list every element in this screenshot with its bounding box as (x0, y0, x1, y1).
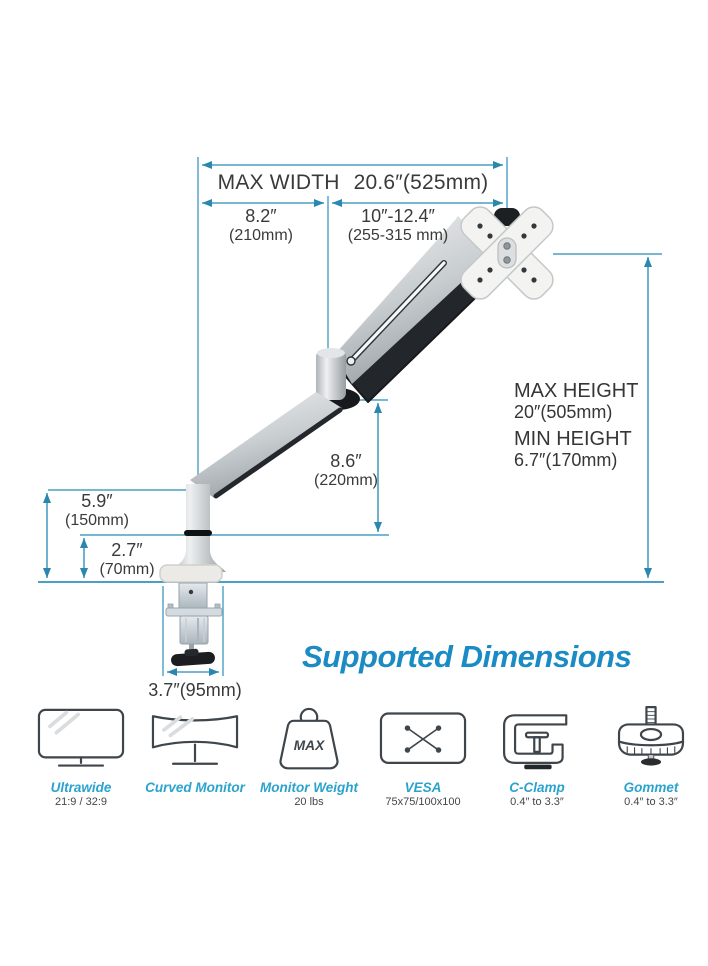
rear-arm-metric: (210mm) (228, 226, 294, 244)
feature-label: Gommet (623, 780, 679, 795)
front-arm-label: 10″-12.4″ (255-315 mm) (347, 206, 449, 244)
upper-arm-metric: (220mm) (313, 471, 379, 489)
feature-sub: 75x75/100x100 (385, 796, 461, 808)
min-height-label: MIN HEIGHT 6.7″(170mm) (514, 428, 632, 471)
dimension-arrow-lines (43, 161, 652, 676)
upper-arm-value: 8.6″ (330, 451, 362, 471)
max-weight-badge: MAX (294, 738, 325, 753)
vesa-screw-holes (477, 223, 537, 283)
elbow-joint (316, 350, 346, 400)
base-height-label: 2.7″ (70mm) (99, 540, 155, 578)
feature-gommet: Gommet 0.4″ to 3.3″ (594, 704, 708, 809)
grommet-wingnut (640, 758, 662, 766)
clamp-width-label: 3.7″(95mm) (148, 680, 242, 701)
feature-label: Monitor Weight (260, 780, 358, 795)
vesa-plate (460, 206, 554, 300)
base-height-value: 2.7″ (111, 540, 143, 560)
front-arm-metric: (255-315 mm) (347, 226, 449, 244)
lower-arm-shadow (213, 407, 343, 499)
rear-arm-label: 8.2″ (210mm) (228, 206, 294, 244)
feature-monitor-weight: MAX Monitor Weight 20 lbs (252, 704, 366, 809)
riser-height-label: 5.9″ (150mm) (64, 491, 130, 529)
gommet-mount-icon (617, 706, 685, 766)
rear-arm-value: 8.2″ (245, 206, 277, 226)
feature-label: VESA (404, 780, 442, 795)
riser-post (170, 484, 226, 572)
desk-clamp (165, 582, 223, 667)
riser-height-metric: (150mm) (64, 511, 130, 529)
clamp-bracket (178, 582, 208, 610)
front-arm-value: 10″-12.4″ (361, 206, 435, 226)
lower-arm (190, 392, 342, 498)
vesa-pattern-icon (379, 712, 467, 764)
feature-sub: 0.4″ to 3.3″ (624, 796, 678, 808)
clamp-foot (524, 764, 552, 770)
feature-label: Ultrawide (50, 780, 112, 795)
monitor-arm (159, 206, 554, 583)
upper-arm-label: 8.6″ (220mm) (313, 451, 379, 489)
feature-label: C-Clamp (509, 780, 565, 795)
lever-pivot (346, 356, 356, 366)
curved-monitor-icon (151, 715, 239, 765)
feature-curved-monitor: Curved Monitor (138, 704, 252, 809)
feature-c-clamp: C-Clamp 0.4″ to 3.3″ (480, 704, 594, 809)
feature-sub: 20 lbs (294, 796, 324, 808)
max-height-label: MAX HEIGHT 20″(505mm) (514, 380, 638, 423)
section-title: Supported Dimensions (302, 639, 632, 674)
max-width-text: MAX WIDTH (217, 171, 340, 194)
riser-height-value: 5.9″ (81, 491, 113, 511)
feature-vesa: VESA 75x75/100x100 (366, 704, 480, 809)
base-foot (159, 564, 223, 583)
clamp-flange (165, 607, 223, 617)
rotation-collar (184, 530, 212, 536)
ultrawide-monitor-icon (37, 708, 125, 767)
feature-list: Ultrawide 21:9 / 32:9 Curved Monitor MAX… (24, 704, 708, 809)
max-width-value: 20.6″(525mm) (353, 171, 489, 194)
clamp-screw (189, 644, 194, 653)
min-height-text: MIN HEIGHT (514, 428, 632, 450)
feature-sub: 0.4″ to 3.3″ (510, 796, 564, 808)
feature-ultrawide: Ultrawide 21:9 / 32:9 (24, 704, 138, 809)
upper-arm (334, 216, 494, 384)
min-height-value: 6.7″(170mm) (514, 450, 618, 471)
c-clamp-icon (503, 714, 568, 770)
feature-sub: 21:9 / 32:9 (55, 796, 107, 808)
max-height-value: 20″(505mm) (514, 402, 613, 423)
clamp-width-value: 3.7″(95mm) (148, 680, 242, 700)
monitor-weight-icon: MAX (279, 707, 339, 770)
feature-label: Curved Monitor (145, 780, 245, 795)
dimension-extension-lines (38, 157, 664, 676)
base-height-metric: (70mm) (99, 560, 155, 578)
clamp-knob (171, 648, 215, 667)
max-width-label: MAX WIDTH 20.6″(525mm) (218, 171, 489, 194)
max-height-text: MAX HEIGHT (514, 380, 639, 402)
